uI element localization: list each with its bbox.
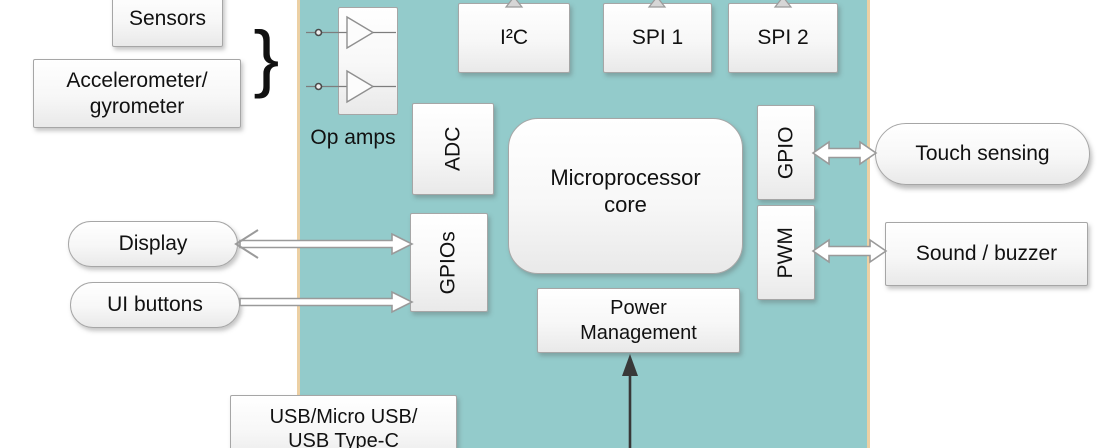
display-label: Display [118,232,188,256]
display-block: Display [68,221,238,267]
touch-sensing-block: Touch sensing [875,123,1090,185]
op-amps-block [338,7,398,115]
op-amps-label: Op amps [310,126,396,149]
power-management-label: Power Management [580,297,697,344]
ui-buttons-label: UI buttons [107,293,203,317]
i2c-block: I²C [458,3,570,73]
microprocessor-core-label: Microprocessor core [550,165,701,217]
sound-buzzer-label: Sound / buzzer [915,242,1058,266]
power-management-block: Power Management [537,288,740,353]
adc-label: ADC [441,126,465,172]
grouping-brace: } [253,16,280,99]
pwm-block: PWM [757,205,815,300]
spi2-label: SPI 2 [757,26,809,50]
usb-block: USB/Micro USB/ USB Type-C [230,395,457,448]
usb-label: USB/Micro USB/ USB Type-C [269,405,418,448]
adc-block: ADC [412,103,494,195]
spi2-block: SPI 2 [728,3,838,73]
gpios-block: GPIOs [410,213,488,312]
gpio-label: GPIO [774,126,798,179]
accelerometer-gyrometer-block: Accelerometer/ gyrometer [33,59,241,128]
i2c-label: I²C [500,26,528,50]
microprocessor-core-block: Microprocessor core [508,118,743,274]
sound-buzzer-block: Sound / buzzer [885,222,1088,286]
ui-buttons-block: UI buttons [70,282,240,328]
gpios-label: GPIOs [437,230,461,294]
touch-sensing-label: Touch sensing [915,142,1050,166]
sensors-label: Sensors [128,6,207,30]
gpio-block: GPIO [757,105,815,200]
spi1-label: SPI 1 [631,26,684,50]
accelerometer-gyrometer-label: Accelerometer/ gyrometer [66,68,208,118]
pwm-label: PWM [774,226,798,279]
spi1-block: SPI 1 [603,3,712,73]
sensors-block: Sensors [112,0,223,47]
